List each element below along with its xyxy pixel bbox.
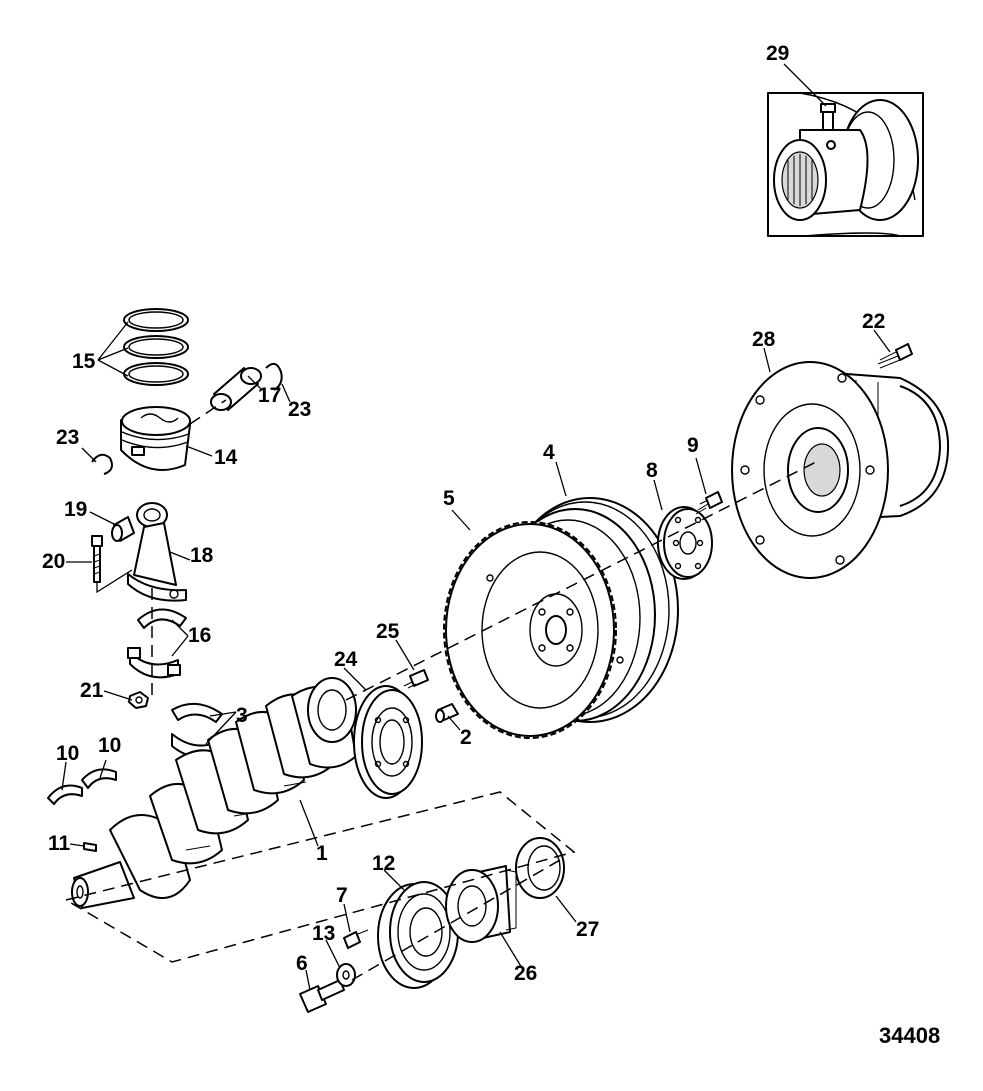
rod-bolt <box>91 535 103 583</box>
callout-5: 5 <box>443 487 455 510</box>
callout-20: 20 <box>42 550 65 573</box>
callout-28: 28 <box>752 328 776 351</box>
circlip-right <box>265 362 283 391</box>
callout-24: 24 <box>334 648 358 671</box>
callout-21: 21 <box>80 679 104 702</box>
callout-9: 9 <box>687 434 699 457</box>
thrust-washer-left <box>47 784 83 805</box>
crankshaft-assembly-box <box>64 791 576 963</box>
coupler-bolt <box>877 343 913 369</box>
connecting-rod <box>127 502 187 602</box>
ring-gear <box>443 521 624 739</box>
seal-carrier <box>353 685 423 799</box>
callout-8: 8 <box>646 459 658 482</box>
callout-19: 19 <box>64 498 87 521</box>
coupler-housing <box>731 361 950 579</box>
pulley-bolt <box>299 979 345 1013</box>
callout-26: 26 <box>514 962 537 985</box>
callout-labels: 29 15 23 17 14 23 19 18 20 16 21 3 10 10… <box>42 42 885 985</box>
pulley-hub <box>445 865 517 943</box>
callout-23-left: 23 <box>56 426 79 449</box>
woodruff-key <box>83 842 97 852</box>
pulley-washer <box>336 963 356 987</box>
leader-lines <box>61 63 891 991</box>
circlip-left <box>91 453 113 475</box>
pulley-small-bolt <box>343 929 369 949</box>
callout-11: 11 <box>48 832 71 855</box>
callout-15: 15 <box>72 350 96 373</box>
rod-bearing-shells <box>127 608 187 679</box>
centerline-front <box>351 859 561 981</box>
dowel-pin <box>435 703 459 723</box>
callout-4: 4 <box>543 441 555 464</box>
callout-3: 3 <box>236 704 248 727</box>
callout-1: 1 <box>316 842 328 865</box>
rod-nut <box>128 691 149 709</box>
leader-rod-assembly <box>96 569 133 594</box>
detail-inset-29 <box>767 92 924 237</box>
callout-12: 12 <box>372 852 395 875</box>
centerline-main <box>345 459 821 701</box>
piston-pin <box>210 367 262 411</box>
callout-7: 7 <box>336 884 348 907</box>
drive-plate-bolt <box>695 491 723 515</box>
callout-2: 2 <box>460 726 472 749</box>
thrust-washer-right <box>81 768 117 789</box>
crankshaft <box>71 677 357 909</box>
callout-16: 16 <box>188 624 211 647</box>
figure-number: 34408 <box>879 1023 940 1048</box>
callout-29: 29 <box>766 42 789 65</box>
callout-18: 18 <box>190 544 214 567</box>
callout-10-left: 10 <box>56 742 79 765</box>
centerline-pin <box>189 399 227 425</box>
callout-27: 27 <box>576 918 599 941</box>
callout-13: 13 <box>312 922 335 945</box>
callout-14: 14 <box>214 446 238 469</box>
callout-6: 6 <box>296 952 308 975</box>
flywheel-bolt <box>403 669 429 689</box>
drive-plate <box>657 506 713 580</box>
crank-pulley <box>377 881 459 989</box>
front-seal <box>515 837 565 899</box>
callout-23-right: 23 <box>288 398 311 421</box>
piston <box>120 406 191 471</box>
piston-rings <box>123 308 189 386</box>
callout-22: 22 <box>862 310 885 333</box>
bushing <box>111 516 135 542</box>
callout-10-right: 10 <box>98 734 121 757</box>
callout-17: 17 <box>258 384 281 407</box>
callout-25: 25 <box>376 620 400 643</box>
